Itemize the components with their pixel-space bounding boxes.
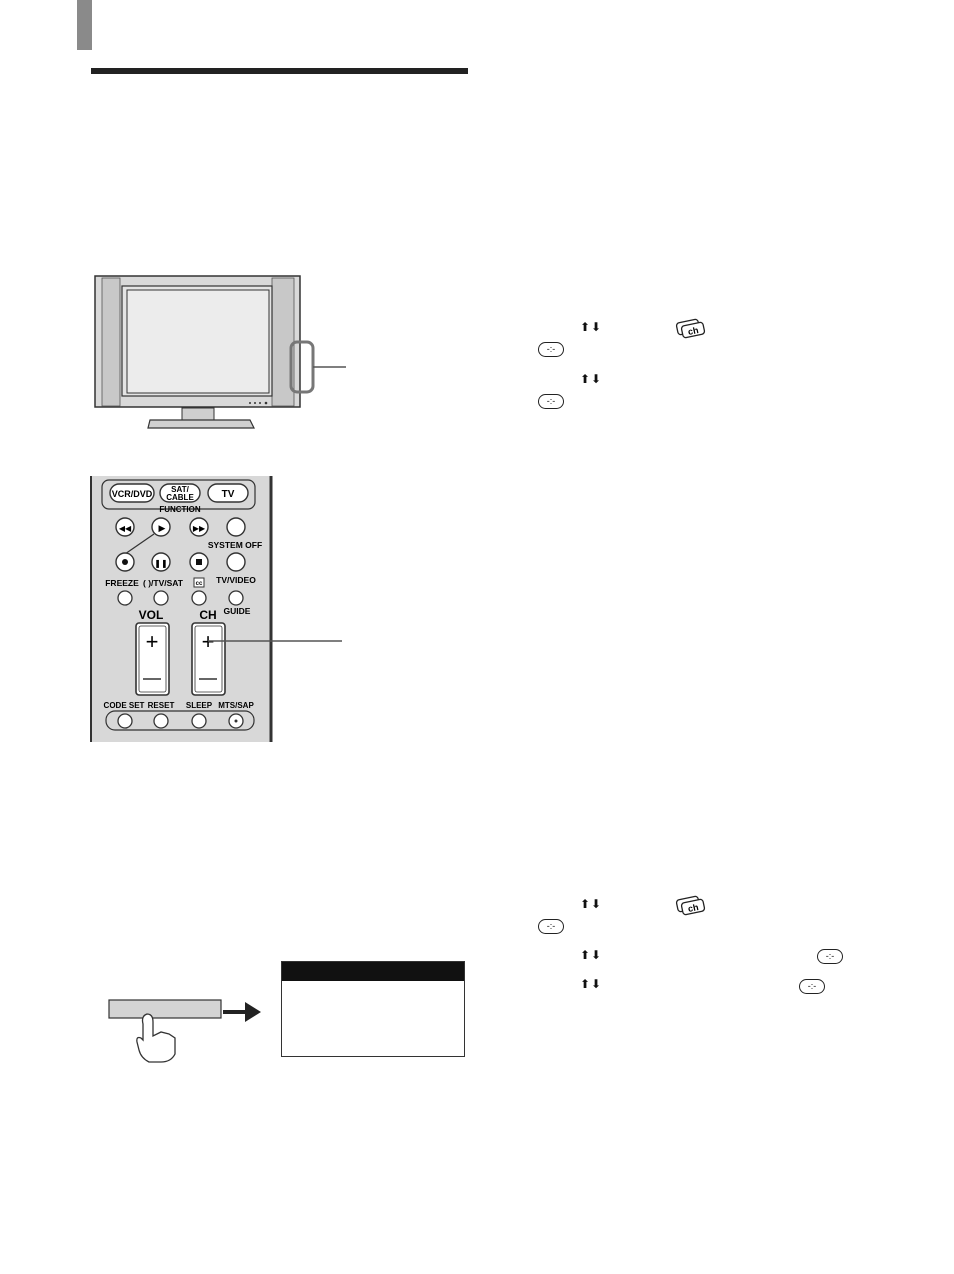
tv-stand-base — [147, 419, 255, 429]
code-set-button — [117, 713, 133, 729]
rewind-button — [115, 517, 135, 537]
svg-text:cc: cc — [196, 581, 203, 587]
remote-control-illustration: VCR/DVD SAT/ CABLE TV FUNCTION ◀◀ ▶ ▶▶ S… — [90, 476, 342, 742]
guide-button — [228, 590, 244, 606]
up-down-arrows-icon: ⬆⬇ — [580, 977, 603, 991]
vcr-dvd-button — [109, 483, 155, 503]
fast-forward-button — [189, 517, 209, 537]
enter-button-icon: -:- — [538, 342, 564, 357]
sleep-button — [191, 713, 207, 729]
section-heading-rule — [91, 68, 468, 74]
play-button — [151, 517, 171, 537]
tv-screen — [126, 289, 270, 394]
tv-illustration — [94, 275, 346, 429]
svg-text:ch: ch — [687, 902, 699, 914]
enter-button-icon: -:- — [817, 949, 843, 964]
svg-text:GUIDE: GUIDE — [224, 606, 251, 616]
page-tab-marker — [77, 0, 92, 50]
enter-button-icon: -:- — [799, 979, 825, 994]
svg-text:MTS/SAP: MTS/SAP — [218, 701, 254, 710]
svg-text:▶: ▶ — [159, 523, 166, 533]
svg-text:CABLE: CABLE — [166, 493, 194, 502]
enter-button-icon: -:- — [538, 394, 564, 409]
pause-button — [151, 552, 171, 572]
svg-text:FREEZE: FREEZE — [105, 578, 139, 588]
svg-text:TV: TV — [222, 489, 235, 500]
tv-mode-button — [207, 483, 249, 503]
vcr-dvd-label: VCR/DVD — [112, 489, 153, 499]
vol-label: VOL — [139, 608, 164, 622]
tv-left-speaker — [101, 277, 121, 407]
svg-text:▶▶: ▶▶ — [193, 524, 206, 533]
up-down-arrows-icon: ⬆⬇ — [580, 948, 603, 962]
svg-text:( )/TV/SAT: ( )/TV/SAT — [143, 578, 184, 588]
channel-icon: ch — [675, 895, 706, 916]
arrow-right-icon — [223, 1002, 261, 1022]
tv-video-button — [226, 552, 246, 572]
ch-label: CH — [199, 608, 216, 622]
freeze-button — [117, 590, 133, 606]
svg-text:TV/VIDEO: TV/VIDEO — [216, 575, 256, 585]
svg-text:CODE SET: CODE SET — [104, 701, 145, 710]
channel-icon: ch — [675, 318, 706, 339]
up-down-arrows-icon: ⬆⬇ — [580, 372, 603, 386]
svg-text:RESET: RESET — [148, 701, 175, 710]
svg-text:SYSTEM OFF: SYSTEM OFF — [208, 540, 262, 550]
sat-cable-button — [159, 483, 201, 503]
press-button-illustration — [108, 999, 261, 1063]
tv-sat-button — [153, 590, 169, 606]
up-down-arrows-icon: ⬆⬇ — [580, 320, 603, 334]
system-off-button — [226, 517, 246, 537]
svg-text:◀◀: ◀◀ — [119, 524, 132, 533]
svg-text:+: + — [146, 629, 159, 654]
reset-button — [153, 713, 169, 729]
svg-text:ch: ch — [687, 325, 699, 337]
cc-button — [191, 590, 207, 606]
function-label: FUNCTION — [159, 505, 201, 514]
enter-button-icon: -:- — [538, 919, 564, 934]
svg-text:SLEEP: SLEEP — [186, 701, 213, 710]
menu-screen-title-bar — [282, 962, 464, 981]
svg-text:❚❚: ❚❚ — [154, 559, 167, 568]
panel-button — [108, 999, 222, 1019]
up-down-arrows-icon: ⬆⬇ — [580, 897, 603, 911]
hand-icon — [136, 1013, 176, 1063]
vol-rocker — [135, 622, 170, 696]
svg-text:SAT/: SAT/ — [171, 485, 189, 494]
tv-stand-neck — [181, 407, 215, 421]
menu-screen-illustration — [281, 961, 465, 1057]
